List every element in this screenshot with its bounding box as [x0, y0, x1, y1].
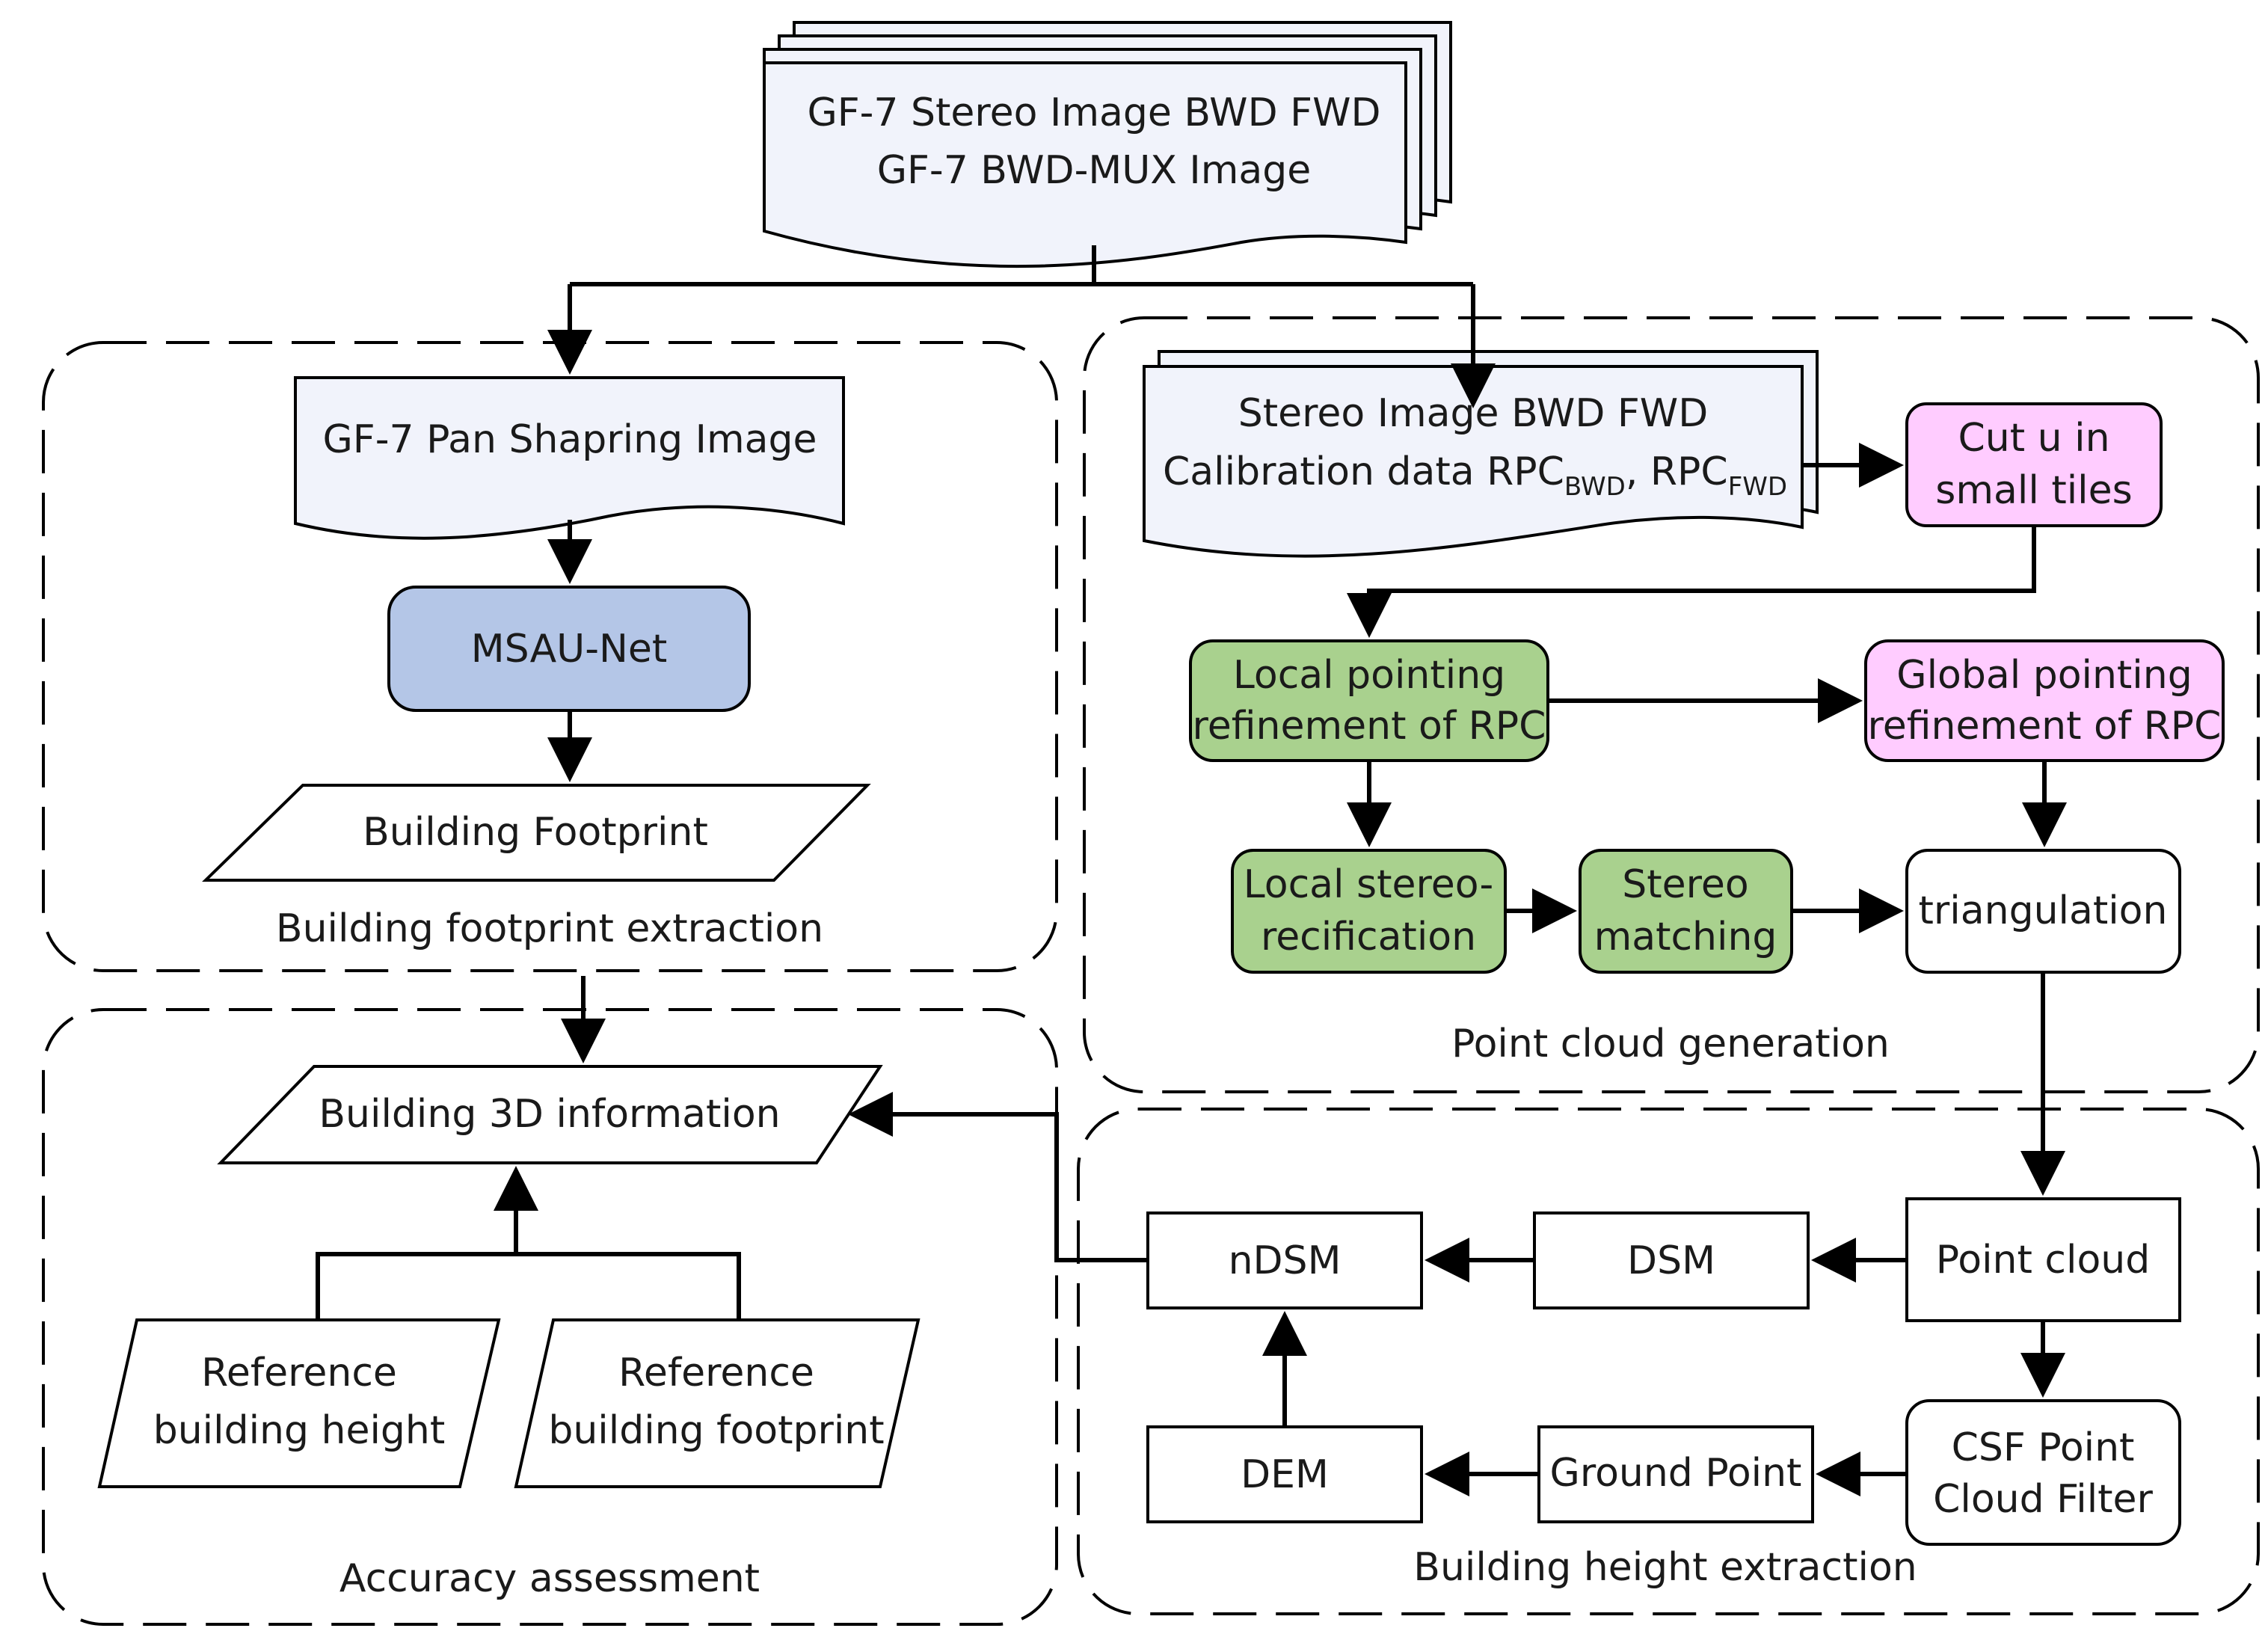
pan-label: GF-7 Pan Shapring Image	[323, 417, 817, 462]
pan-sharpening-document: GF-7 Pan Shapring Image	[294, 376, 845, 540]
group-label-accuracy: Accuracy assessment	[339, 1556, 760, 1601]
global-pointing-refinement-process: Global pointing refinement of RPC	[1864, 639, 2225, 762]
point-cloud-process: Point cloud	[1905, 1197, 2181, 1322]
msau-net-process: MSAU-Net	[387, 586, 751, 712]
reference-footprint-data: Reference building footprint	[514, 1318, 921, 1488]
dsm-label: DSM	[1627, 1238, 1715, 1283]
csf-line1: CSF Point	[1952, 1425, 2135, 1470]
input-line1: GF-7 Stereo Image BWD FWD	[807, 90, 1380, 135]
csf-line2: Cloud Filter	[1933, 1477, 2153, 1522]
local-stereo-line2: recification	[1261, 915, 1476, 959]
local-ref-line2: refinement of RPC	[1193, 704, 1546, 749]
local-stereo-line1: Local stereo-	[1244, 862, 1494, 907]
group-label-height: Building height extraction	[1413, 1545, 1917, 1590]
stereo-sub-fwd: FWD	[1728, 472, 1787, 502]
dsm-process: DSM	[1533, 1211, 1810, 1309]
dem-label: DEM	[1241, 1452, 1329, 1497]
cut-line2: small tiles	[1935, 468, 2132, 513]
local-stereo-rectification-process: Local stereo- recification	[1231, 849, 1507, 974]
dem-process: DEM	[1146, 1425, 1423, 1523]
stereo-sep: , RPC	[1626, 449, 1728, 494]
ndsm-label: nDSM	[1229, 1238, 1342, 1283]
local-pointing-refinement-process: Local pointing refinement of RPC	[1189, 639, 1549, 762]
connectors	[316, 245, 2067, 1496]
point-cloud-label: Point cloud	[1936, 1238, 2150, 1283]
stereo-calibration-document: Stereo Image BWD FWD Calibration data RP…	[1143, 350, 1819, 558]
ground-label: Ground Point	[1550, 1451, 1802, 1496]
stereo-match-line1: Stereo	[1622, 862, 1748, 907]
triangulation-label: triangulation	[1919, 888, 2168, 933]
footprint-label: Building Footprint	[363, 810, 708, 855]
stereo-line2: Calibration data RPCBWD, RPCFWD	[1163, 449, 1787, 502]
local-ref-line1: Local pointing	[1233, 653, 1505, 698]
building-3d-information-data: Building 3D information	[217, 1065, 883, 1164]
edge-ndsm-to-3d	[848, 1092, 1148, 1262]
triangulation-process: triangulation	[1905, 849, 2181, 974]
stereo-matching-process: Stereo matching	[1579, 849, 1793, 974]
group-label-footprint: Building footprint extraction	[276, 906, 823, 951]
ref-footprint-line1: Reference	[618, 1351, 814, 1395]
ref-height-line1: Reference	[201, 1351, 397, 1395]
edge-refs-merge	[316, 1252, 741, 1320]
cut-line1: Cut u in	[1958, 416, 2109, 461]
ground-point-process: Ground Point	[1537, 1425, 1814, 1523]
edge-cut-to-local	[1347, 526, 2036, 638]
stereo-line2-prefix: Calibration data RPC	[1163, 449, 1564, 494]
info3d-label: Building 3D information	[319, 1092, 780, 1137]
cut-small-tiles-process: Cut u in small tiles	[1905, 402, 2163, 527]
ndsm-process: nDSM	[1146, 1211, 1423, 1309]
building-footprint-data: Building Footprint	[202, 784, 871, 882]
ref-footprint-line2: building footprint	[548, 1408, 884, 1453]
group-label-point-cloud: Point cloud generation	[1451, 1022, 1890, 1066]
ref-height-line2: building height	[153, 1408, 446, 1453]
msau-label: MSAU-Net	[471, 627, 668, 672]
group-building-height-extraction	[1077, 1108, 2260, 1615]
stereo-match-line2: matching	[1594, 915, 1777, 959]
stereo-sub-bwd: BWD	[1564, 472, 1626, 502]
global-ref-line1: Global pointing	[1896, 653, 2192, 698]
input-images-document: GF-7 Stereo Image BWD FWD GF-7 BWD-MUX I…	[763, 21, 1452, 268]
csf-filter-process: CSF Point Cloud Filter	[1905, 1399, 2181, 1546]
reference-height-data: Reference building height	[97, 1318, 501, 1488]
input-line2: GF-7 BWD-MUX Image	[877, 148, 1312, 193]
group-point-cloud-generation	[1083, 316, 2260, 1093]
global-ref-line2: refinement of RPC	[1868, 704, 2222, 749]
group-accuracy-assessment	[42, 1008, 1058, 1626]
